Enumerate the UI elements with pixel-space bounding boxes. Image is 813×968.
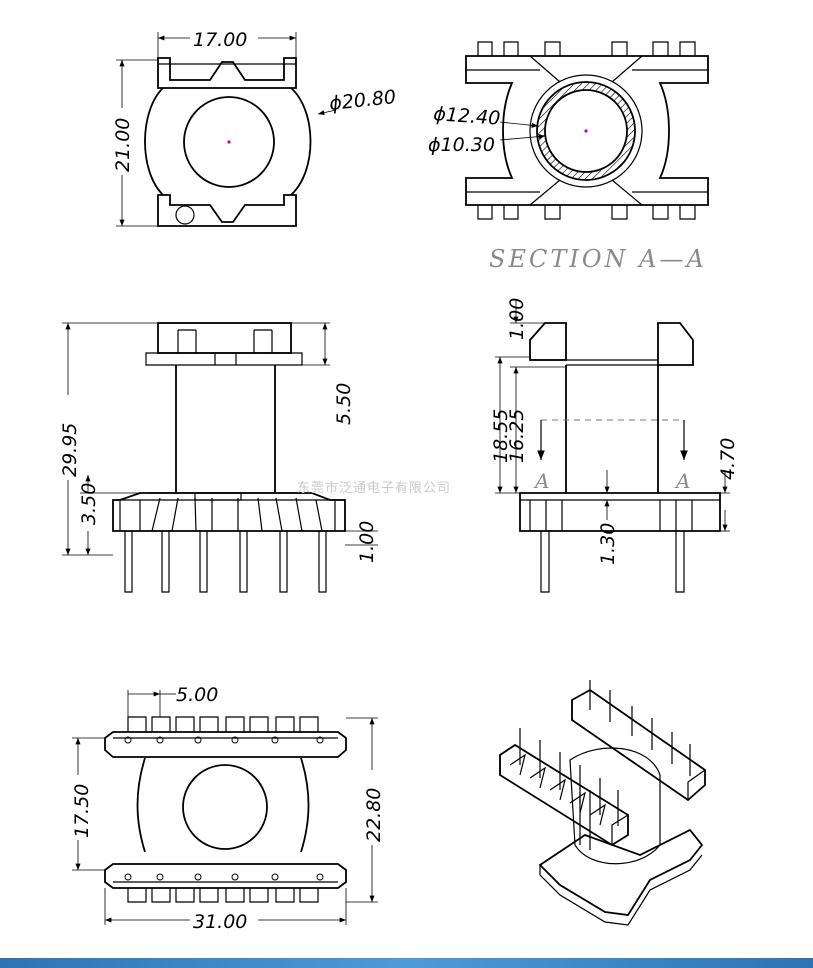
section-caption: SECTION A—A (489, 245, 707, 273)
section-view: ϕ12.40 ϕ10.30 SECTION A—A (428, 41, 709, 273)
top-height-dim: 21.00 (112, 118, 134, 172)
bottom-inner-depth-dim: 17.50 (71, 784, 93, 838)
side-bottom-thickness-dim: 1.30 (597, 523, 619, 565)
top-width-dim: 17.00 (193, 29, 247, 51)
bottom-pin-pitch-dim: 5.00 (176, 684, 218, 706)
section-mark-left: A (533, 469, 549, 493)
bottom-outer-depth-dim: 22.80 (363, 788, 385, 842)
watermark-text: 东莞市泛通电子有限公司 (297, 480, 451, 496)
front-pin-offset-dim: 1.00 (356, 521, 378, 563)
top-diameter-dim: ϕ20.80 (328, 86, 397, 115)
side-top-offset-dim: 1.00 (506, 298, 528, 340)
side-view: A A 18.55 16.25 1.00 4.70 1.30 (490, 298, 739, 593)
front-pins (124, 531, 327, 593)
top-view: 17.00 21.00 ϕ20.80 (112, 29, 397, 227)
pin-one-marker-icon (175, 205, 195, 225)
section-outer-diameter-dim: ϕ12.40 (433, 103, 501, 130)
front-base-height-dim: 3.50 (78, 483, 100, 525)
front-flange-height-dim: 5.50 (333, 383, 355, 425)
front-view: 29.95 3.50 5.50 1.00 (59, 322, 378, 593)
side-outer-height-dim: 18.55 (490, 409, 512, 463)
bottom-view: 5.00 17.50 22.80 31.00 (71, 684, 385, 933)
side-base-height-dim: 4.70 (717, 438, 739, 480)
section-mark-right: A (674, 469, 690, 493)
bottom-length-dim: 31.00 (193, 911, 247, 933)
section-inner-diameter-dim: ϕ10.30 (428, 134, 495, 156)
side-inner-height-dim: 16.25 (506, 409, 528, 463)
bottom-accent-bar (0, 958, 813, 968)
isometric-view (499, 680, 706, 926)
front-total-height-dim: 29.95 (59, 423, 81, 477)
